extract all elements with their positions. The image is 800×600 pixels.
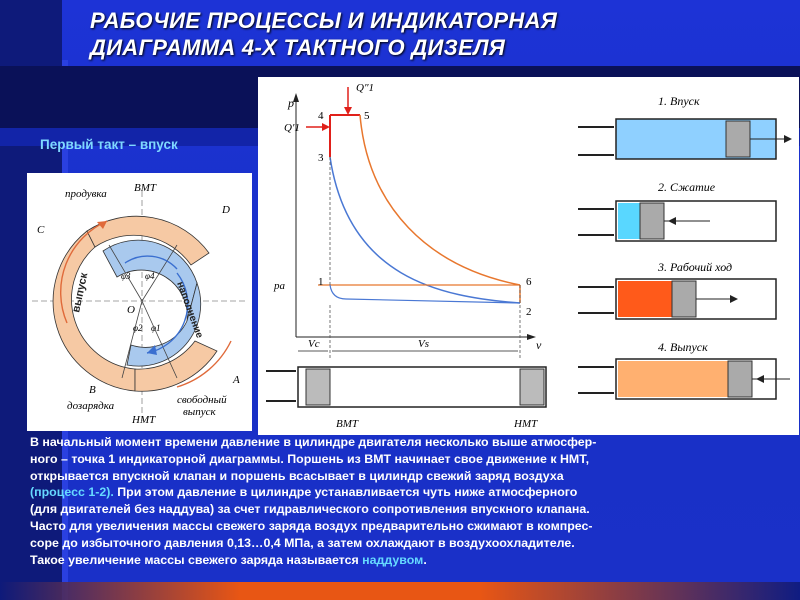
label-phi4: φ4 — [145, 271, 155, 281]
exhaust-ring-bottom — [134, 340, 218, 392]
radius-line — [141, 244, 178, 302]
point-4: 4 — [318, 110, 324, 122]
body-text: В начальный момент времени давление в ци… — [30, 434, 790, 568]
intake-arrow-head — [147, 345, 157, 355]
label-vs: Vs — [418, 338, 429, 350]
v-axis-label: v — [536, 338, 542, 352]
slide-title-line2: ДИАГРАММА 4-Х ТАКТНОГО ДИЗЕЛЯ — [90, 35, 506, 60]
exhaust-arrow — [176, 340, 232, 388]
section-subtitle: Первый такт – впуск — [40, 137, 178, 152]
heat-arrow-head — [322, 123, 330, 131]
label-center-o: O — [127, 304, 135, 316]
slide-title: РАБОЧИЕ ПРОЦЕССЫ И ИНДИКАТОРНАЯ ДИАГРАММ… — [90, 7, 557, 61]
radius-line — [108, 244, 143, 302]
label-phi1: φ1 — [151, 323, 160, 333]
label-dozaryadka: дозарядка — [67, 400, 115, 412]
body-line-rest: При этом давление в цилиндре устанавлива… — [113, 485, 578, 500]
body-line: В начальный момент времени давление в ци… — [30, 435, 597, 449]
decor-bottom-bar — [0, 582, 800, 600]
piston-bmt — [305, 368, 331, 406]
radius-line — [141, 300, 178, 379]
stroke-label-compression: 2. Сжатие — [658, 180, 716, 194]
stroke-compression-charge — [618, 203, 640, 239]
label-q1-single: Q′1 — [284, 122, 300, 134]
label-point-d: D — [221, 204, 230, 216]
label-nmt-cyl: НМТ — [513, 418, 538, 430]
point-6: 6 — [526, 276, 532, 288]
point-3: 3 — [318, 152, 324, 164]
stroke-intake-arrow — [784, 135, 792, 143]
highlight-process: (процесс 1-2). — [30, 485, 114, 500]
indicator-panel: p v Q″1 Q′1 1 2 3 4 5 6 pa Vc Vs — [258, 77, 799, 435]
stroke-label-exhaust: 4. Выпуск — [658, 340, 708, 354]
label-q1-double: Q″1 — [356, 82, 374, 94]
label-nmt: НМТ — [131, 414, 156, 426]
p-axis-label: p — [287, 96, 294, 110]
label-svobodny-2: выпуск — [183, 406, 216, 418]
radius-line — [121, 300, 143, 379]
label-pa: pa — [273, 280, 286, 292]
stroke-label-power: 3. Рабочий ход — [657, 260, 732, 274]
piston-nmt — [519, 368, 545, 406]
label-vc: Vc — [308, 338, 320, 350]
phase-diagram: ВМТ продувка D C выпуск наполнение φ3 φ4… — [32, 182, 247, 426]
stroke-exhaust-gas — [618, 361, 728, 397]
body-line-pre: Такое увеличение массы свежего заряда на… — [30, 552, 363, 567]
indicator-diagram: p v Q″1 Q′1 1 2 3 4 5 6 pa Vc Vs — [266, 82, 792, 430]
expansion-curve — [359, 114, 521, 286]
main-cylinder — [297, 366, 547, 408]
body-line: (процесс 1-2). При этом давление в цилин… — [30, 484, 790, 501]
stroke-intake-piston — [725, 120, 751, 158]
compression-curve — [329, 156, 521, 304]
label-point-c: C — [37, 224, 45, 236]
stroke-compression-piston — [639, 202, 665, 240]
label-bmt-cyl: ВМТ — [336, 418, 359, 430]
exhaust-ring-top — [86, 215, 210, 266]
intake-ring-right — [126, 281, 202, 367]
label-bmt: ВМТ — [134, 182, 157, 194]
exhaust-arrow — [60, 220, 108, 324]
stroke-power-gas — [618, 281, 672, 317]
label-phi2: φ2 — [133, 323, 143, 333]
stroke-power-piston — [671, 280, 697, 318]
body-line: соре до избыточного давления 0,13…0,4 МП… — [30, 535, 575, 550]
v-axis-arrow — [527, 334, 536, 340]
body-line: ного – точка 1 индикаторной диаграммы. П… — [30, 451, 590, 466]
p-axis-arrow — [293, 93, 299, 102]
intake-arrow — [124, 255, 178, 270]
body-line-post: . — [423, 552, 427, 567]
label-point-a: A — [232, 374, 240, 386]
body-line: открывается впускной клапан и поршень вс… — [30, 468, 564, 483]
point-1: 1 — [318, 276, 324, 288]
phase-diagram-panel: ВМТ продувка D C выпуск наполнение φ3 φ4… — [27, 173, 252, 431]
highlight-nadduv: наддувом — [362, 552, 424, 567]
stroke-label-intake: 1. Впуск — [658, 94, 700, 108]
slide-title-line1: РАБОЧИЕ ПРОЦЕССЫ И ИНДИКАТОРНАЯ — [90, 8, 558, 33]
heat-arrow-head — [344, 107, 352, 115]
exhaust-arrow-head — [97, 221, 107, 229]
point-2: 2 — [526, 306, 532, 318]
intake-stroke-line — [329, 284, 521, 304]
stroke-power-arrow — [730, 295, 738, 303]
stroke-exhaust-piston — [727, 360, 753, 398]
stroke-exhaust-arrow — [756, 375, 764, 383]
body-line: (для двигателей без наддува) за счет гид… — [30, 502, 590, 517]
stroke-compression-arrow — [668, 217, 676, 225]
label-produvka: продувка — [65, 188, 107, 200]
body-line: Такое увеличение массы свежего заряда на… — [30, 552, 790, 569]
point-5: 5 — [364, 110, 370, 122]
body-line: Часто для увеличения массы свежего заряд… — [30, 518, 593, 533]
label-phi3: φ3 — [121, 271, 131, 281]
intake-arrow — [146, 272, 189, 354]
label-point-b: B — [89, 384, 96, 396]
label-svobodny-1: свободный — [177, 394, 227, 406]
